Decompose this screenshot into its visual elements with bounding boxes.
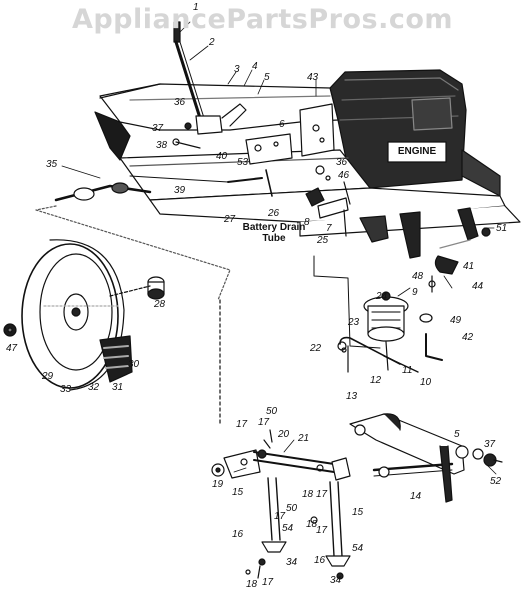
part-number: 25 [317,235,329,246]
part-number: 29 [42,371,54,382]
part-number: 48 [412,271,424,282]
battery-drain-callout: Battery Drain Tube [232,222,316,244]
part-number: 41 [463,261,475,272]
part-number: 30 [128,359,140,370]
engine-housing [329,69,501,197]
part-number: 5 [264,72,270,83]
part-number: 32 [88,382,100,393]
part-number: 54 [352,543,364,554]
part-number: 17 [262,577,274,588]
part-number: 36 [174,97,186,108]
part-number: 3 [234,64,240,75]
part-number: 53 [237,157,249,168]
part-number: 52 [490,476,502,487]
part-number: 34 [286,557,298,568]
lower-linkage [211,429,351,580]
watermark-text: AppliancePartsPros.com [71,4,454,35]
pulley-assembly [363,291,443,371]
part-number: 15 [352,507,364,518]
part-number: 4 [252,61,258,72]
part-number: 22 [310,343,322,354]
part-number: 17 [258,417,270,428]
part-number: 11 [402,365,413,376]
part-number: 19 [212,479,224,490]
part-number: 40 [216,151,228,162]
part-number: 21 [298,433,310,444]
part-number: 8 [304,217,310,228]
part-number: 1 [193,2,199,13]
part-number: 42 [462,332,474,343]
part-number: 49 [450,315,462,326]
rear-wheel [21,239,133,391]
part-number: 17 [316,525,328,536]
engine-label: ENGINE [397,146,437,157]
part-number: 31 [112,382,124,393]
part-number: 18 [306,519,318,530]
part-number: 17 [316,489,328,500]
part-number: 35 [46,159,58,170]
tractor-frame [54,83,521,259]
part-number: 14 [410,491,422,502]
part-number: 18 [246,579,258,590]
part-number: 36 [336,157,348,168]
part-number: 5 [454,429,460,440]
part-number: 17 [236,419,248,430]
part-number: 10 [420,377,432,388]
part-number: 7 [326,223,332,234]
part-number: 20 [278,429,290,440]
hardware-right [428,227,491,293]
part-number: 18 [302,489,314,500]
part-number: 9 [412,287,418,298]
part-number: 43 [307,72,319,83]
part-number: 38 [156,140,168,151]
hub-cap [3,323,17,337]
part-number: 34 [330,575,342,586]
part-number: 50 [266,406,278,417]
rear-lift-arm [349,413,503,503]
part-number: 47 [6,343,18,354]
part-number: 23 [348,317,360,328]
part-number: 44 [472,281,484,292]
part-number: 27 [224,214,236,225]
part-number: 26 [268,208,280,219]
part-number: 54 [282,523,294,534]
part-number: 17 [274,511,286,522]
part-number: 46 [338,170,350,181]
part-number: 2 [209,37,215,48]
part-number: 6 [279,119,285,130]
idler-rod [313,255,419,373]
part-number: 37 [152,123,164,134]
part-number: 13 [346,391,358,402]
pedal-bracket [245,133,351,237]
part-number: 15 [232,487,244,498]
callout-line-2: Tube [262,233,286,244]
part-number: 33 [60,384,72,395]
leader-lines [61,21,497,475]
part-number: 28 [154,299,166,310]
part-number: 39 [174,185,186,196]
part-number: 51 [496,223,508,234]
shift-lever [172,21,247,149]
part-number: 16 [232,529,244,540]
part-number: 16 [314,555,326,566]
part-number: 24 [376,291,388,302]
part-number: 37 [484,439,496,450]
part-number: 50 [286,503,298,514]
part-number: 12 [370,375,382,386]
callout-line-1: Battery Drain [242,222,306,233]
wheel-spacer [109,276,165,300]
